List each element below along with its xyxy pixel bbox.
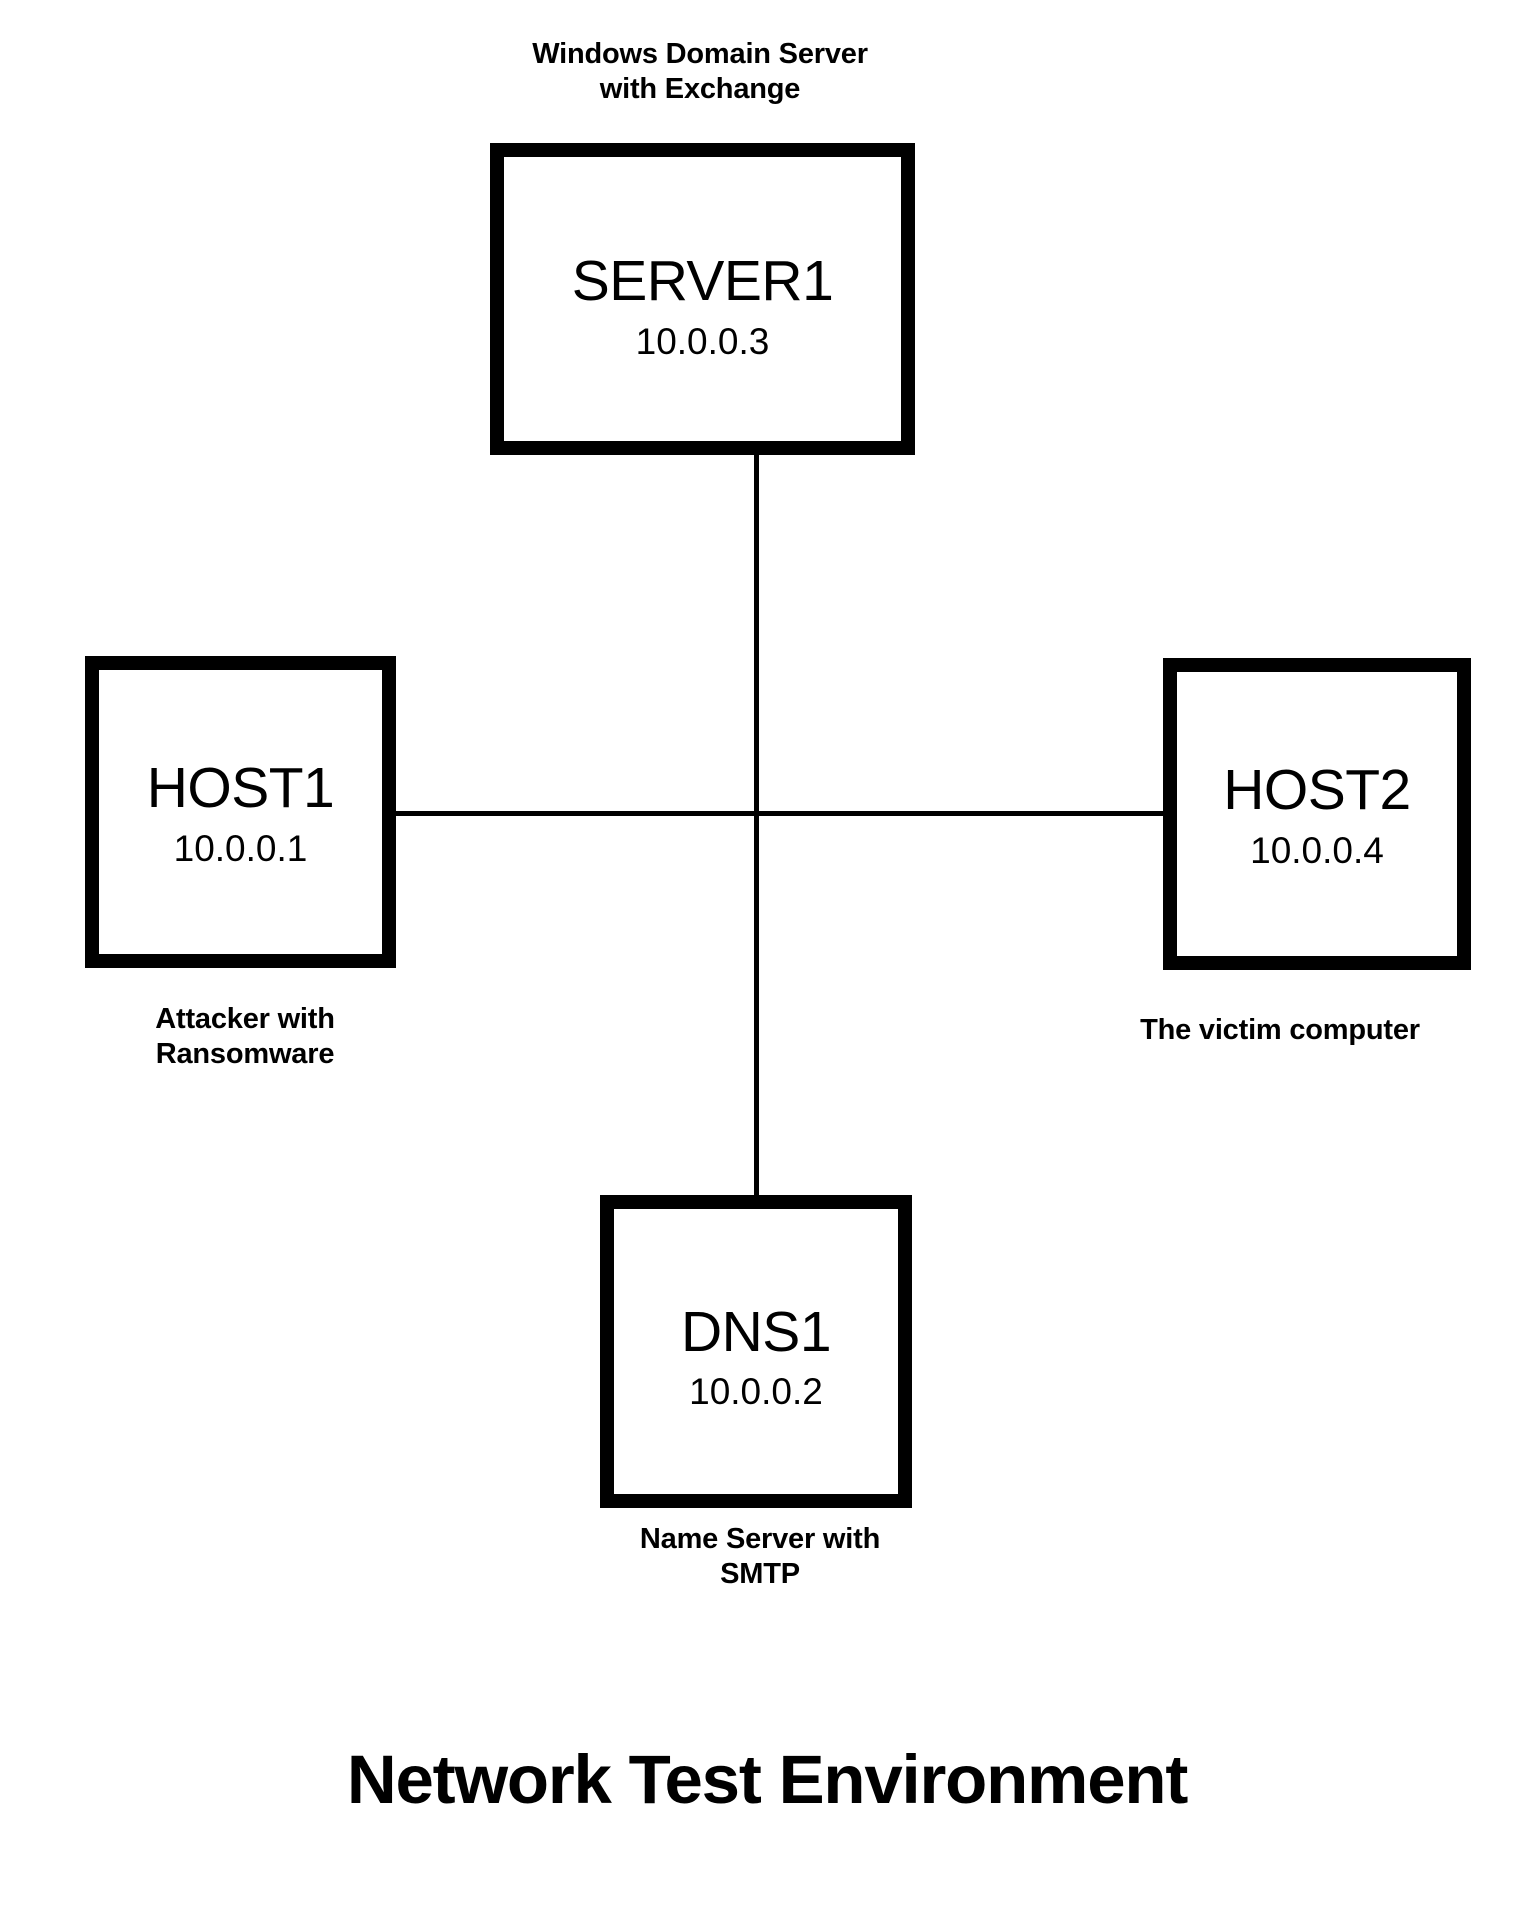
connector-host1-to-bus	[394, 811, 757, 816]
node-caption-server1: Windows Domain Server with Exchange	[532, 38, 868, 106]
node-host1[interactable]: HOST1 10.0.0.1	[85, 656, 396, 968]
node-host2-ip: 10.0.0.4	[1250, 829, 1384, 871]
node-server1-ip: 10.0.0.3	[635, 320, 770, 362]
connector-server1-to-bus	[754, 455, 759, 815]
node-host1-content: HOST1 10.0.0.1	[146, 756, 335, 873]
node-host2-name: HOST2	[1223, 758, 1411, 823]
node-server1-content: SERVER1 10.0.0.3	[571, 249, 834, 366]
connector-bus-to-dns1	[754, 811, 759, 1197]
connector-bus-to-host2	[754, 811, 1164, 816]
node-host1-name: HOST1	[146, 756, 335, 821]
node-server1[interactable]: SERVER1 10.0.0.3	[490, 143, 915, 455]
node-caption-host1: Attacker with Ransomware	[155, 1003, 335, 1071]
node-host1-ip: 10.0.0.1	[173, 827, 308, 869]
node-host2[interactable]: HOST2 10.0.0.4	[1163, 658, 1471, 970]
node-caption-dns1: Name Server with SMTP	[639, 1523, 881, 1591]
node-caption-host2: The victim computer	[1140, 1014, 1420, 1046]
node-dns1-name: DNS1	[680, 1299, 832, 1364]
node-server1-name: SERVER1	[571, 249, 834, 314]
diagram-title: Network Test Environment	[346, 1741, 1188, 1818]
node-dns1-ip: 10.0.0.2	[689, 1371, 823, 1413]
node-dns1-content: DNS1 10.0.0.2	[680, 1299, 832, 1417]
node-dns1[interactable]: DNS1 10.0.0.2	[600, 1195, 912, 1508]
node-host2-content: HOST2 10.0.0.4	[1223, 758, 1411, 875]
